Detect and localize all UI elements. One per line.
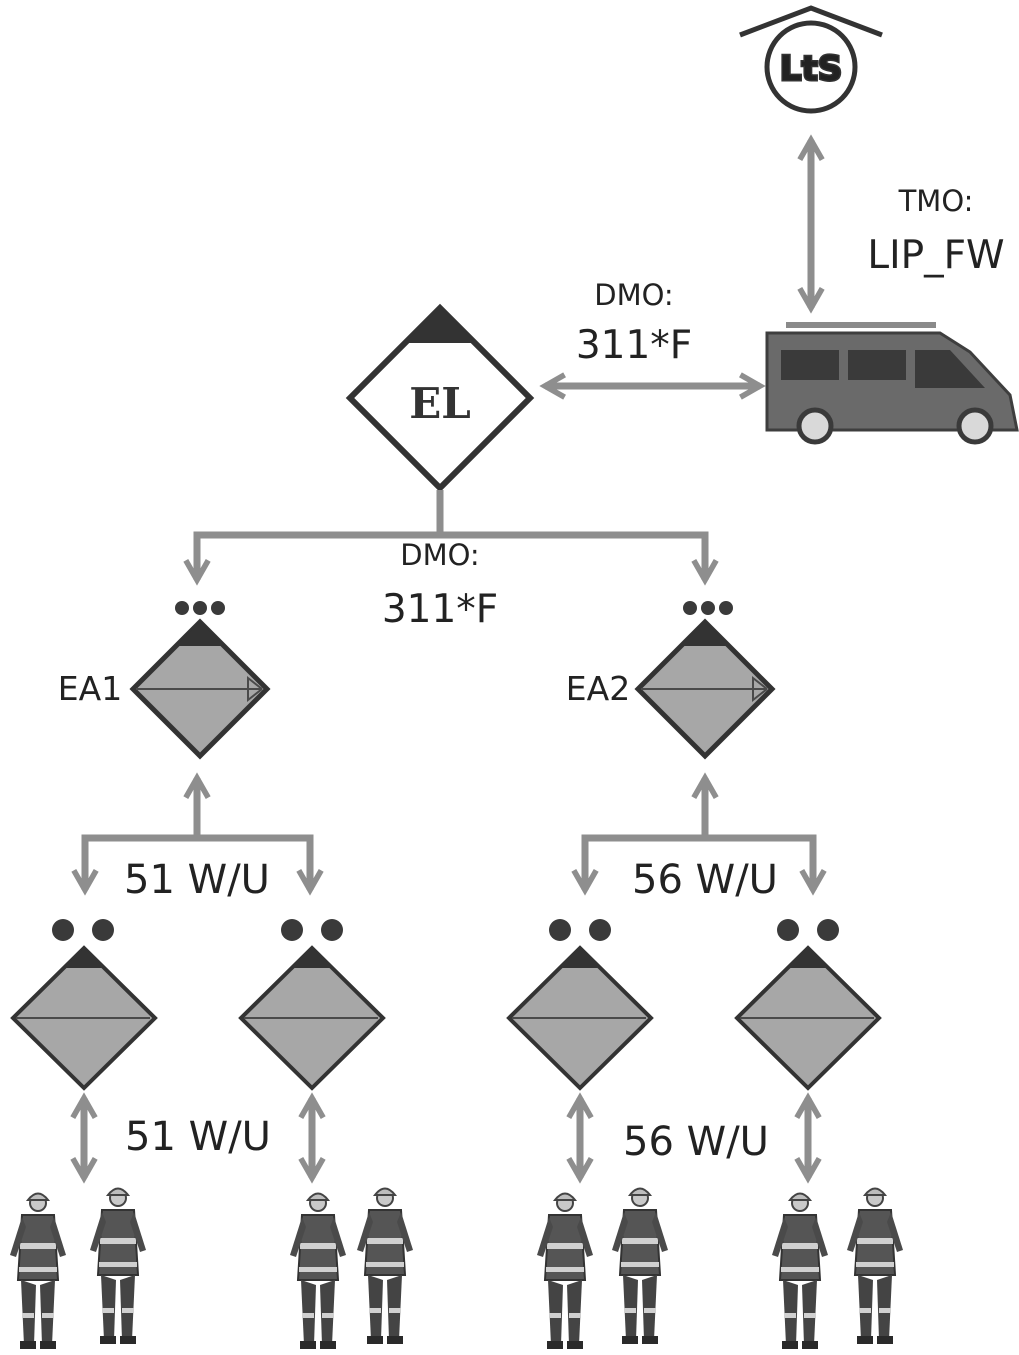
squad-leader-3-dot-2 [589,919,611,941]
squad-leader-4-top-marker [788,948,828,968]
firefighter-2b [357,1189,413,1345]
dmo-mid-value: 311*F [382,587,498,632]
link-el-ea2 [440,535,705,580]
ea1-dot-3 [211,601,225,615]
squad-leader-2-dot-1 [281,919,303,941]
firefighter-2a [290,1194,346,1350]
ea2-symbol [638,601,772,756]
el-label: EL [409,379,471,428]
tmo-value: LIP_FW [867,233,1004,278]
el-symbol: EL [350,308,530,488]
ea1-symbol [133,601,267,756]
firefighter-4b [847,1189,903,1345]
channel-right-upper: 56 W/U [632,857,778,903]
firefighter-4a [772,1194,828,1350]
channel-right-lower: 56 W/U [623,1119,769,1165]
van-wheel-rear [799,410,831,442]
ea2-label: EA2 [566,669,630,708]
ea2-dot-3 [719,601,733,615]
van-window-2 [848,350,906,380]
lts-symbol: LtS [740,8,882,111]
squad-leader-2 [241,919,383,1088]
ea1-label: EA1 [58,669,122,708]
dmo-mid-label: DMO: [400,538,479,572]
squad-leader-3 [509,919,651,1088]
ea2-top-marker [681,622,729,646]
squad-leader-4-dot-2 [817,919,839,941]
squad-leader-2-dot-2 [321,919,343,941]
firefighter-3a [537,1194,593,1350]
squad-leader-4 [737,919,879,1088]
channel-left-lower: 51 W/U [125,1114,271,1160]
firefighter-group-3 [537,1189,668,1350]
tmo-label: TMO: [898,184,974,218]
firefighter-group-1 [10,1189,146,1350]
ea2-dot-1 [683,601,697,615]
command-van [767,322,1017,442]
firefighter-group-4 [772,1189,903,1350]
firefighter-group-2 [290,1189,413,1350]
squad-leader-1-dot-1 [52,919,74,941]
van-wheel-front [959,410,991,442]
ea1-dot-1 [175,601,189,615]
firefighter-1a [10,1194,66,1350]
squad-leader-3-dot-1 [549,919,571,941]
dmo-top-value: 311*F [576,323,692,368]
squad-leader-2-top-marker [292,948,332,968]
squad-leader-4-dot-1 [777,919,799,941]
van-window-1 [781,350,839,380]
firefighter-1b [90,1189,146,1345]
squad-leader-1-dot-2 [92,919,114,941]
van-roof-rack [786,322,936,328]
ea1-dot-2 [193,601,207,615]
ea1-top-marker [176,622,224,646]
squad-leader-1-top-marker [64,948,104,968]
el-top-marker [405,308,475,343]
ea2-dot-2 [701,601,715,615]
dmo-top-label: DMO: [594,278,673,312]
channel-left-upper: 51 W/U [124,857,270,903]
lts-label: LtS [780,49,842,89]
squad-leader-3-top-marker [560,948,600,968]
squad-leader-1 [13,919,155,1088]
firefighter-3b [612,1189,668,1345]
